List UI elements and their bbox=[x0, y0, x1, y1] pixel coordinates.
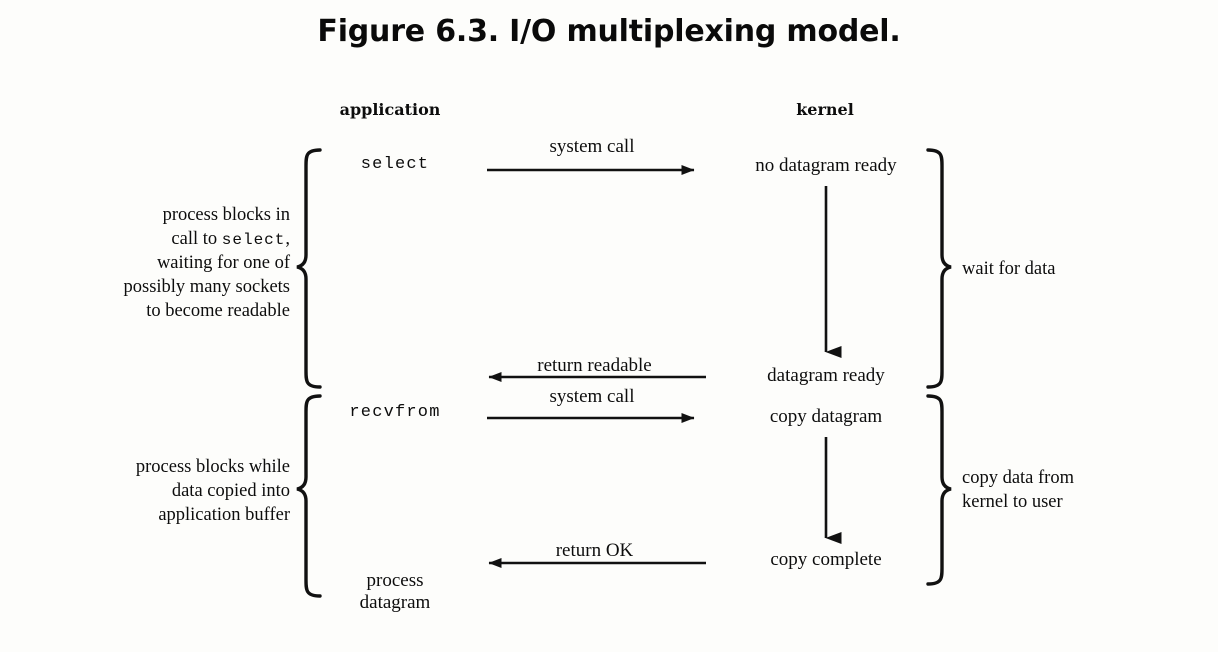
column-header-application: application bbox=[339, 100, 441, 119]
node-process-datagram: process datagram bbox=[359, 570, 431, 614]
right-note-line: copy data from bbox=[962, 468, 1074, 488]
arrow-label-return-readable: return readable bbox=[537, 355, 652, 376]
right-brace-copy-data bbox=[926, 394, 952, 586]
right-note-line: wait for data bbox=[962, 259, 1056, 279]
right-note-line: kernel to user bbox=[962, 492, 1063, 513]
left-note-line-with-code: call to select, bbox=[60, 227, 290, 251]
left-note-line: application buffer bbox=[158, 505, 290, 526]
left-brace-select-phase bbox=[296, 148, 322, 389]
left-note-line: data copied into bbox=[171, 481, 290, 502]
left-note-line: process blocks while bbox=[135, 457, 290, 477]
node-no-datagram-ready: no datagram ready bbox=[755, 155, 897, 176]
node-datagram-ready: datagram ready bbox=[767, 365, 885, 386]
arrow-label-system-call-2: system call bbox=[549, 386, 635, 407]
right-note-copy-data: copy data from kernel to user bbox=[962, 466, 1162, 514]
arrow-label-return-ok: return OK bbox=[555, 540, 634, 561]
left-note-line: process blocks in bbox=[162, 205, 290, 225]
node-recvfrom: recvfrom bbox=[349, 403, 441, 422]
column-header-kernel: kernel bbox=[796, 100, 854, 119]
left-note-select-phase: process blocks in call to select, waitin… bbox=[60, 203, 291, 323]
left-note-line: waiting for one of bbox=[156, 253, 290, 274]
left-note-recvfrom-phase: process blocks while data copied into ap… bbox=[60, 455, 290, 527]
left-note-pre: call to bbox=[171, 229, 222, 250]
left-note-post: , bbox=[285, 229, 290, 250]
left-note-line: to become readable bbox=[146, 301, 290, 322]
arrow-label-system-call-1: system call bbox=[549, 136, 635, 157]
node-copy-datagram: copy datagram bbox=[769, 406, 883, 427]
left-brace-recvfrom-phase bbox=[296, 394, 322, 598]
node-select: select bbox=[360, 155, 430, 174]
left-note-line: possibly many sockets bbox=[123, 277, 291, 298]
left-note-code-select: select bbox=[221, 231, 286, 250]
right-brace-wait-for-data bbox=[926, 148, 952, 389]
figure-title: Figure 6.3. I/O multiplexing model. bbox=[317, 14, 901, 49]
node-copy-complete: copy complete bbox=[770, 549, 882, 570]
right-note-wait-for-data: wait for data bbox=[962, 257, 1162, 281]
